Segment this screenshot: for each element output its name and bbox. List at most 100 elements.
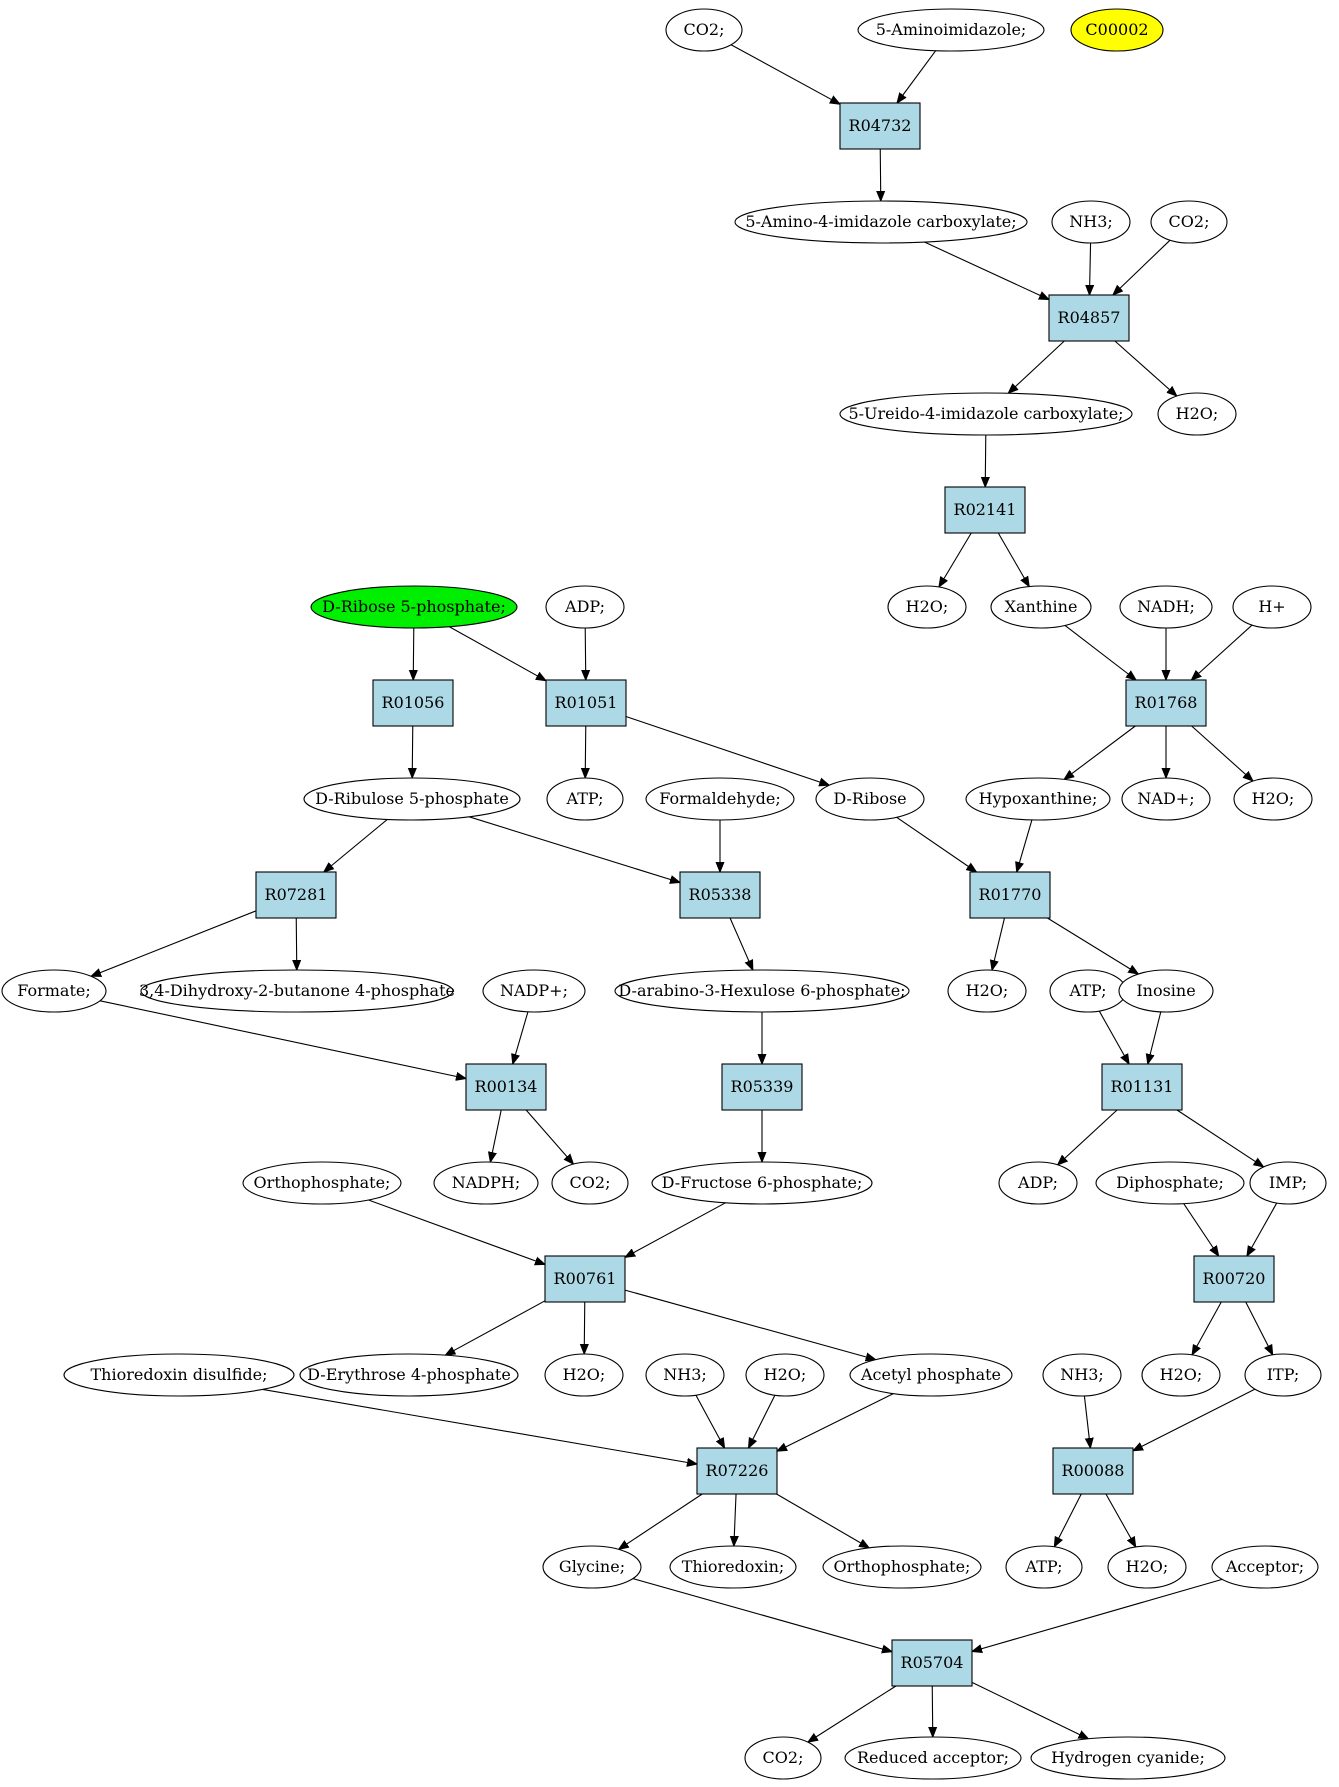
- compound-node-xanthine: Xanthine: [990, 585, 1092, 629]
- compound-node-reduced_acceptor: Reduced acceptor;: [844, 1736, 1022, 1780]
- compound-node-co2_b: CO2;: [1150, 200, 1228, 244]
- compound-label: NAD+;: [1137, 789, 1194, 808]
- compound-node-h2o_g: H2O;: [1141, 1353, 1221, 1397]
- reaction-box: [721, 1063, 803, 1111]
- compound-node-co2_c: CO2;: [551, 1161, 629, 1205]
- edge-hplus-to-R01768: [1191, 624, 1253, 680]
- reaction-node-R05338: R05338: [679, 871, 761, 919]
- compound-label: NH3;: [1060, 1365, 1104, 1384]
- compound-ellipse: [947, 969, 1027, 1013]
- reaction-label: R05339: [731, 1077, 794, 1096]
- compound-node-h2o_d: H2O;: [947, 969, 1027, 1013]
- edge-R02141-to-xanthine: [997, 532, 1029, 587]
- edge-formate-to-R00134: [99, 1000, 466, 1079]
- compound-node-dhbp: 3,4-Dihydroxy-2-butanone 4-phosphate: [139, 969, 455, 1013]
- reaction-box: [1052, 1447, 1134, 1495]
- compound-ellipse: [242, 1161, 402, 1205]
- compound-node-h2o_a: H2O;: [1157, 392, 1237, 436]
- compound-node-itp: ITP;: [1244, 1353, 1322, 1397]
- compound-node-nh3_c: NH3;: [1042, 1353, 1122, 1397]
- compound-ellipse: [310, 585, 518, 629]
- compound-label: Hydrogen cyanide;: [1051, 1748, 1205, 1767]
- compound-ellipse: [645, 1353, 725, 1397]
- compound-ellipse: [1211, 1545, 1319, 1589]
- compound-node-inosine: Inosine: [1118, 969, 1214, 1013]
- compound-label: NADP+;: [500, 981, 568, 1000]
- compound-ellipse: [1095, 1161, 1245, 1205]
- compound-ellipse: [734, 200, 1028, 244]
- reaction-label: R07226: [706, 1461, 769, 1480]
- compound-label: D-arabino-3-Hexulose 6-phosphate;: [618, 981, 905, 1000]
- edge-ribose5p-to-R01056: [413, 627, 414, 680]
- compound-ellipse: [299, 1353, 519, 1397]
- edge-R01056-to-ribulose5p: [412, 725, 413, 778]
- reaction-box: [891, 1639, 973, 1687]
- edge-nh3_a-to-R04857: [1089, 242, 1090, 295]
- compound-node-nadph: NADPH;: [433, 1161, 539, 1205]
- reaction-node-R00088: R00088: [1052, 1447, 1134, 1495]
- reaction-node-R01770: R01770: [969, 871, 1051, 919]
- compound-node-ribose5p: D-Ribose 5-phosphate;: [310, 585, 518, 629]
- compound-label: 5-Amino-4-imidazole carboxylate;: [745, 212, 1016, 231]
- compound-node-orthophosphate_a: Orthophosphate;: [242, 1161, 402, 1205]
- compound-node-adp_a: ADP;: [545, 585, 625, 629]
- reaction-node-R01051: R01051: [545, 679, 627, 727]
- compound-ellipse: [482, 969, 586, 1013]
- compound-node-nh3_a: NH3;: [1051, 200, 1131, 244]
- compound-ellipse: [433, 1161, 539, 1205]
- reaction-node-R00134: R00134: [465, 1063, 547, 1111]
- edge-co2_a-to-R04732: [730, 44, 840, 104]
- compound-ellipse: [542, 1545, 642, 1589]
- edge-R04857-to-ureido_carbox: [1008, 340, 1065, 393]
- edge-acceptor-to-R05704: [972, 1578, 1223, 1651]
- compound-node-co2_d: CO2;: [744, 1736, 822, 1780]
- compound-label: D-Erythrose 4-phosphate: [307, 1365, 511, 1384]
- compound-ellipse: [545, 585, 625, 629]
- compound-node-dribose: D-Ribose: [815, 777, 925, 821]
- compound-ellipse: [1150, 200, 1228, 244]
- edge-R07281-to-dhbp: [296, 917, 297, 970]
- compound-ellipse: [745, 1353, 825, 1397]
- reaction-label: R01131: [1111, 1077, 1174, 1096]
- edge-itp-to-R00088: [1133, 1388, 1256, 1451]
- reaction-label: R01768: [1135, 693, 1198, 712]
- edge-diphosphate-to-R00720: [1183, 1203, 1219, 1256]
- compound-ellipse: [551, 1161, 629, 1205]
- edge-co2_b-to-R04857: [1113, 239, 1171, 295]
- compound-ellipse: [822, 1545, 982, 1589]
- compound-label: D-Ribose: [833, 789, 906, 808]
- compound-label: ATP;: [1025, 1557, 1063, 1576]
- compound-node-hcn: Hydrogen cyanide;: [1030, 1736, 1226, 1780]
- compound-ellipse: [1233, 777, 1313, 821]
- compound-label: H2O;: [906, 597, 949, 616]
- compound-label: Formate;: [17, 981, 91, 1000]
- compound-label: ATP;: [1069, 981, 1107, 1000]
- compound-node-glycine: Glycine;: [542, 1545, 642, 1589]
- edge-ureido_carbox-to-R02141: [985, 434, 986, 487]
- compound-ellipse: [849, 1353, 1013, 1397]
- compound-ellipse: [1051, 200, 1131, 244]
- reaction-box: [1125, 679, 1207, 727]
- compound-ellipse: [815, 777, 925, 821]
- compound-label: CO2;: [763, 1748, 804, 1767]
- compound-node-h2o_h: H2O;: [1107, 1545, 1187, 1589]
- edge-R00720-to-h2o_g: [1192, 1301, 1222, 1355]
- reaction-label: R02141: [954, 500, 1017, 519]
- compound-label: H+: [1258, 597, 1285, 616]
- compound-ellipse: [1005, 1545, 1083, 1589]
- compound-label: Acceptor;: [1225, 1557, 1304, 1576]
- compound-ellipse: [887, 585, 967, 629]
- compound-label: Thioredoxin;: [682, 1557, 785, 1576]
- edge-atp_b-to-R01131: [1098, 1010, 1129, 1064]
- reaction-node-R02141: R02141: [944, 486, 1026, 534]
- compound-node-ribulose5p: D-Ribulose 5-phosphate: [303, 777, 521, 821]
- compound-label: Reduced acceptor;: [857, 1748, 1009, 1767]
- compound-label: D-Fructose 6-phosphate;: [662, 1173, 863, 1192]
- reaction-node-R05704: R05704: [891, 1639, 973, 1687]
- edge-R04857-to-h2o_a: [1114, 340, 1177, 396]
- reaction-box: [696, 1447, 778, 1495]
- reaction-node-R07281: R07281: [255, 871, 337, 919]
- edge-R00134-to-nadph: [490, 1109, 502, 1162]
- compound-ellipse: [651, 1161, 873, 1205]
